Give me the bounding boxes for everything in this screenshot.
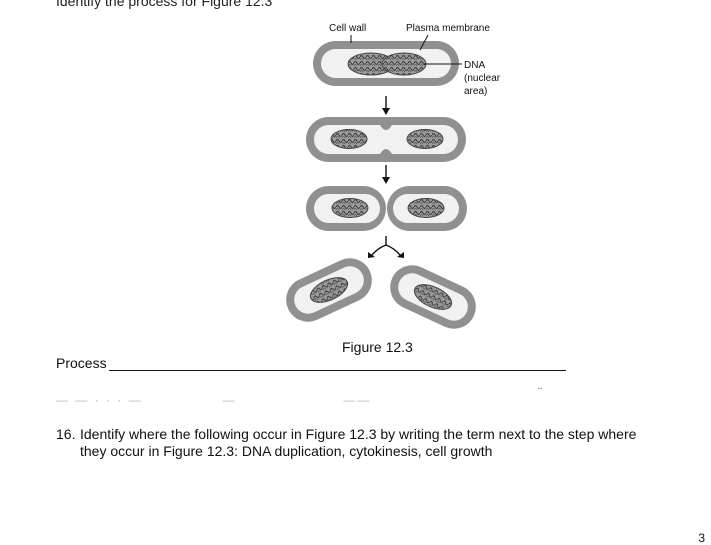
label-dna: DNA <box>464 60 485 71</box>
cell-stage-2 <box>306 117 466 162</box>
process-answer-line[interactable] <box>108 356 566 371</box>
cell-stage-1 <box>313 41 459 86</box>
arrow-split <box>368 236 404 258</box>
figure-caption: Figure 12.3 <box>342 339 413 355</box>
cell-stage-3 <box>306 186 467 231</box>
question-16: 16.Identify where the following occur in… <box>56 426 696 460</box>
daughter-cell-right <box>390 265 476 329</box>
question-text-line1: Identify where the following occur in Fi… <box>80 426 637 442</box>
question-text-line2: they occur in Figure 12.3: DNA duplicati… <box>80 443 493 459</box>
plasma-membrane-leader <box>419 34 429 51</box>
label-nuclear: (nuclear <box>464 73 501 84</box>
faint-mark: ¨ <box>538 385 542 399</box>
label-cell-wall: Cell wall <box>329 23 366 34</box>
page-number: 3 <box>698 531 705 545</box>
daughter-cell-left <box>286 258 372 322</box>
process-row: Process <box>56 355 566 371</box>
question-number: 16. <box>56 426 76 442</box>
label-plasma-membrane: Plasma membrane <box>406 23 490 34</box>
arrow-down-2 <box>382 165 390 184</box>
process-label: Process <box>56 355 107 371</box>
faint-divider: — — · · · — — —— <box>56 393 372 407</box>
binary-fission-diagram: Cell wall Plasma membrane DNA (nuclear a… <box>286 23 501 329</box>
arrow-down-1 <box>382 96 390 115</box>
label-area: area) <box>464 86 487 97</box>
header-fragment: Identify the process for Figure 12.3 <box>56 0 273 9</box>
